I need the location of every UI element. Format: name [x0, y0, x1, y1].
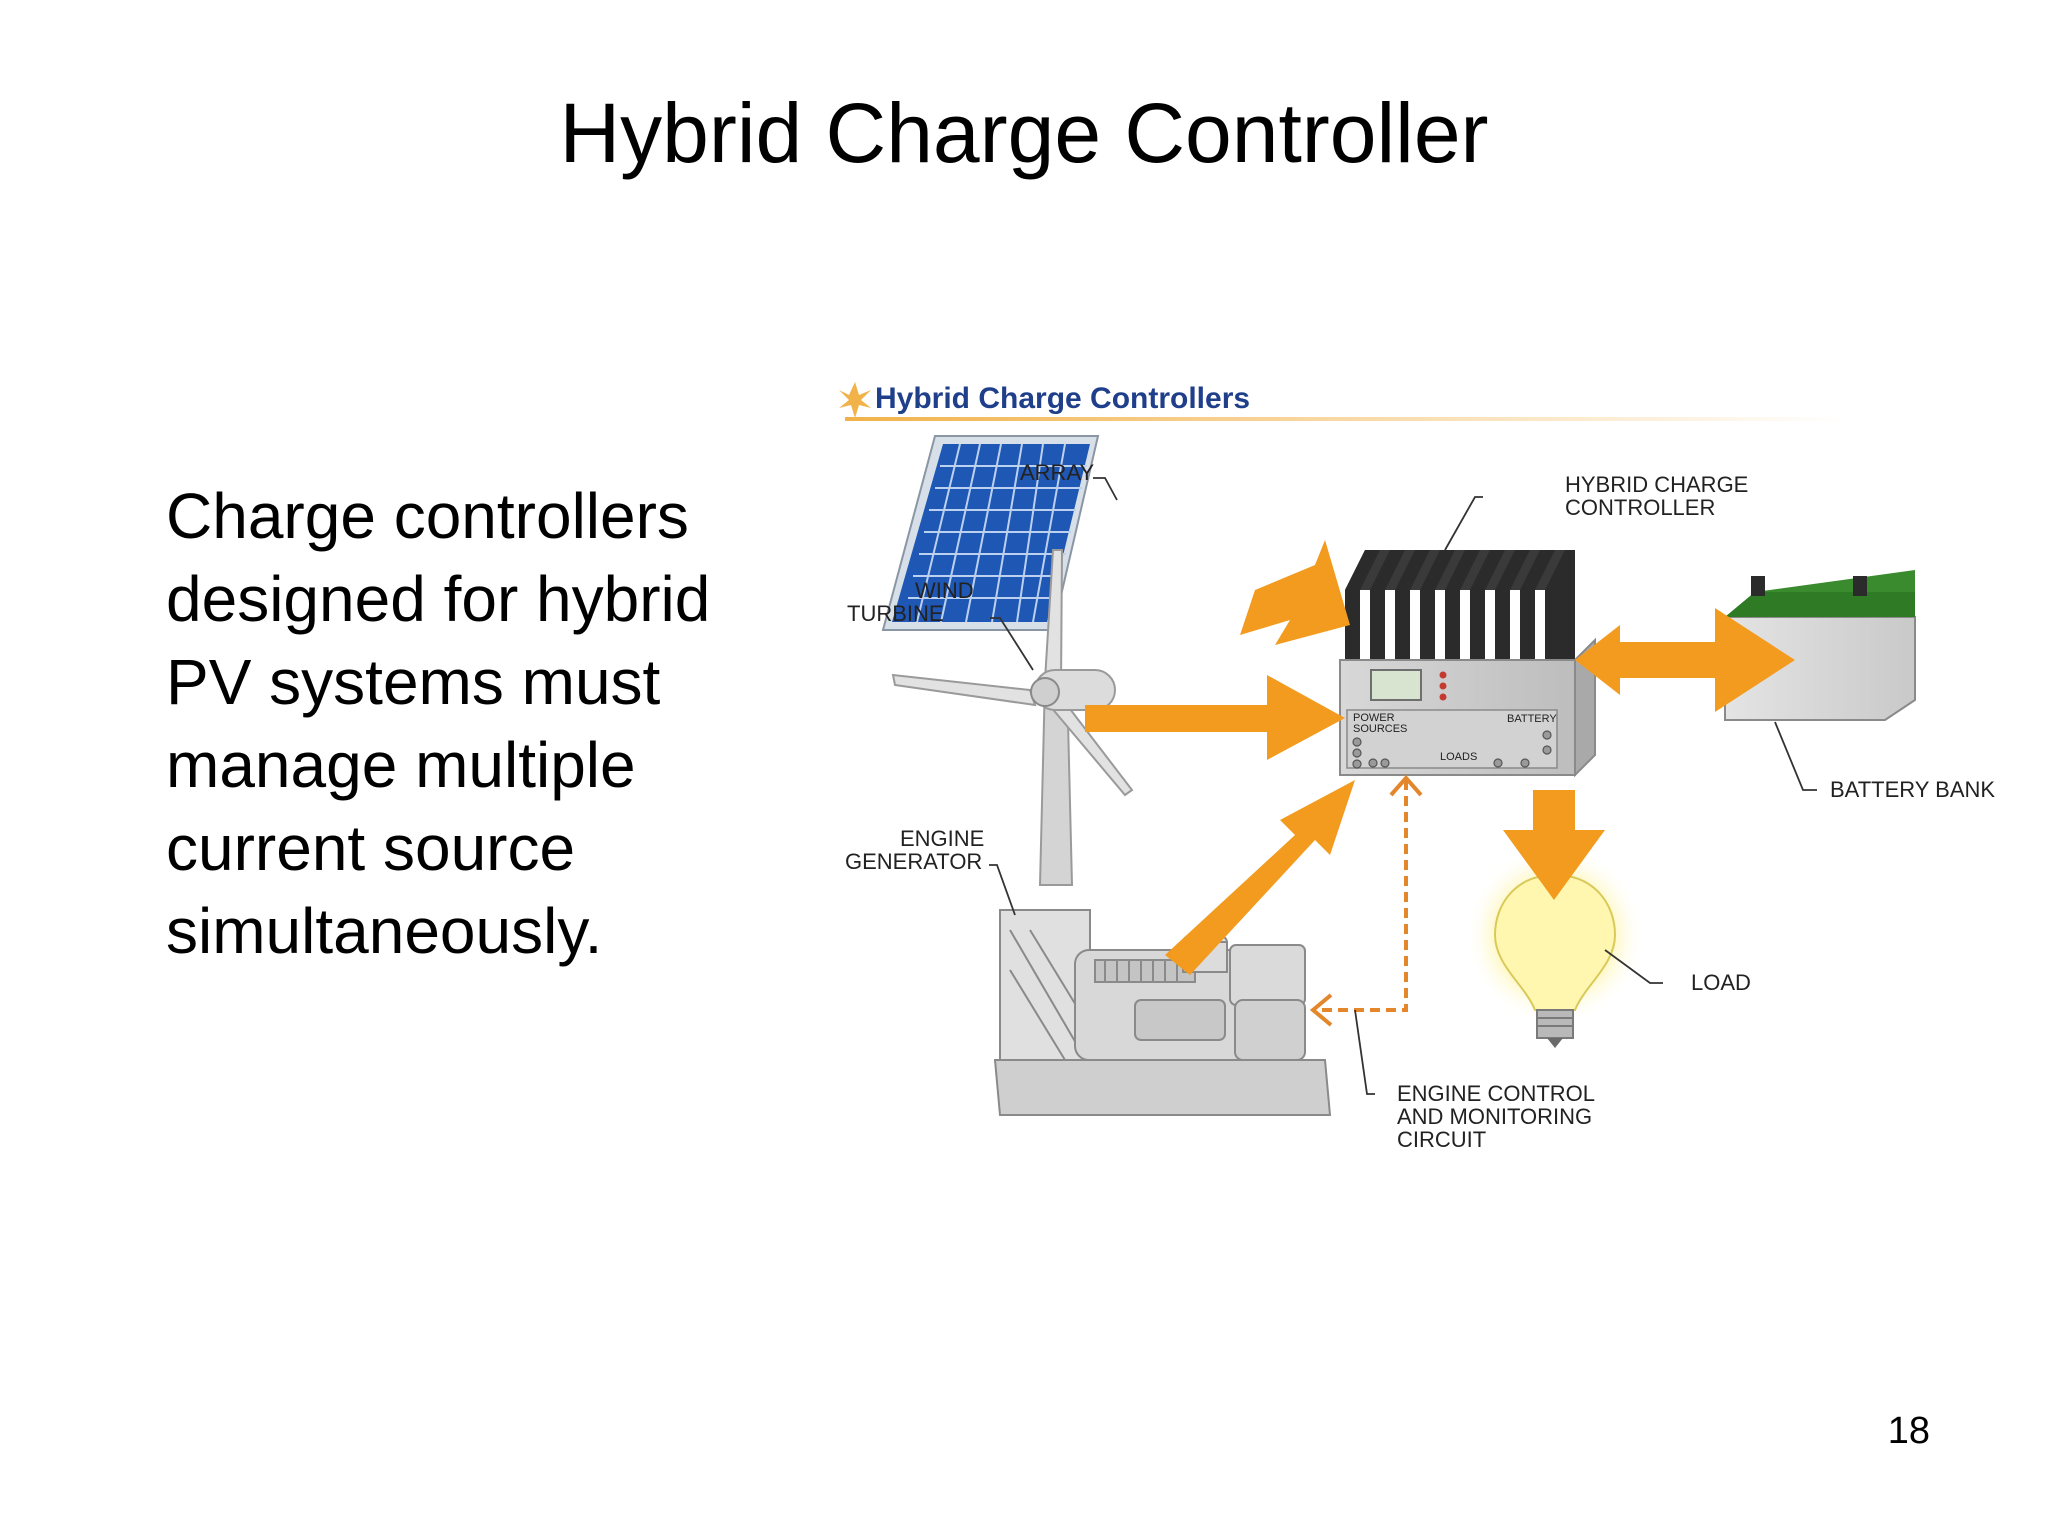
figure-title-text: Hybrid Charge Controllers	[875, 382, 1250, 415]
arrow-generator-to-controller	[1165, 780, 1355, 975]
hybrid-charge-controller: POWER SOURCES BATTERY LOADS	[1339, 550, 1596, 778]
label-engine-control-line3: CIRCUIT	[1397, 1127, 1486, 1152]
label-engine-control-line2: AND MONITORING	[1397, 1104, 1592, 1129]
label-wind-turbine-line2: TURBINE	[847, 601, 944, 626]
figure-labels: ARRAY WIND TURBINE ENGINE GENERATOR HYBR…	[845, 460, 1995, 1152]
light-bulb	[1465, 845, 1645, 1048]
loads-terminal-label: LOADS	[1440, 751, 1477, 763]
page-number: 18	[1887, 1410, 1930, 1452]
battery-bank	[1724, 570, 1916, 721]
label-array: ARRAY	[1020, 460, 1094, 485]
engine-generator	[993, 909, 1332, 1116]
hybrid-charge-controller-diagram: Hybrid Charge Controllers	[835, 370, 2048, 1170]
label-engine-generator-line1: ENGINE	[900, 826, 984, 851]
arrow-controller-to-battery	[1575, 608, 1795, 712]
body-text: Charge controllers designed for hybrid P…	[166, 475, 806, 973]
leader-lines	[989, 477, 1817, 1095]
figure-title: Hybrid Charge Controllers	[839, 382, 1845, 421]
slide-title: Hybrid Charge Controller	[559, 86, 1489, 180]
body-line: current source	[166, 812, 576, 884]
label-battery-bank: BATTERY BANK	[1830, 777, 1995, 802]
flow-arrows	[1085, 540, 1795, 975]
label-engine-generator-line2: GENERATOR	[845, 849, 982, 874]
body-line: manage multiple	[166, 729, 636, 801]
power-sources-label-1: POWER	[1353, 712, 1395, 724]
label-load: LOAD	[1691, 970, 1751, 995]
body-line: PV systems must	[166, 646, 661, 718]
solar-array	[881, 435, 1100, 631]
arrow-wind-to-controller	[1085, 675, 1345, 760]
engine-control-dashed-arrow	[1309, 774, 1423, 1027]
label-hybrid-charge-controller-line1: HYBRID CHARGE	[1565, 472, 1748, 497]
label-wind-turbine-line1: WIND	[915, 578, 974, 603]
label-hybrid-charge-controller-line2: CONTROLLER	[1565, 495, 1715, 520]
battery-terminal-label: BATTERY	[1507, 713, 1557, 725]
arrow-array-to-controller	[1240, 540, 1350, 645]
wind-turbine	[891, 549, 1134, 886]
body-line: simultaneously.	[166, 895, 603, 967]
body-line: Charge controllers	[166, 480, 689, 552]
arrow-controller-to-load	[1503, 790, 1605, 900]
power-sources-label-2: SOURCES	[1353, 723, 1407, 735]
body-line: designed for hybrid	[166, 563, 711, 635]
label-engine-control-line1: ENGINE CONTROL	[1397, 1081, 1595, 1106]
